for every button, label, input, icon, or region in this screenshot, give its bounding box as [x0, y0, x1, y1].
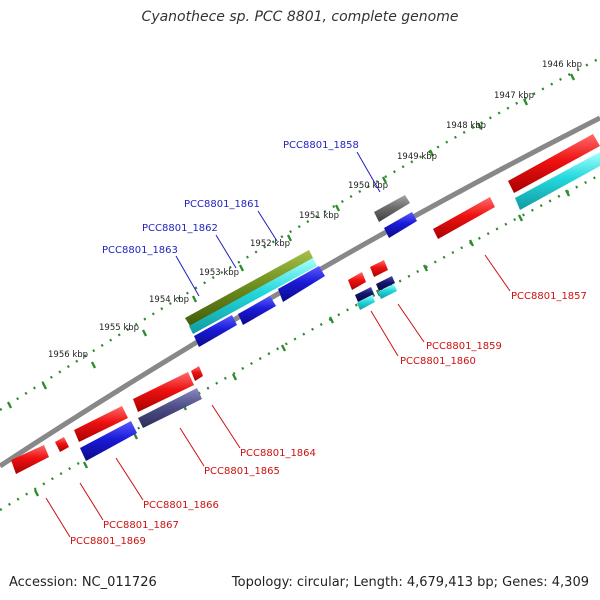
scale-label: 1954 kbp	[149, 295, 189, 305]
scale-ring-inner	[0, 173, 600, 512]
gene-box[interactable]	[191, 366, 203, 381]
scale-labels: 1946 kbp 1947 kbp 1948 kbp 1949 kbp 1950…	[48, 60, 582, 360]
scale-label: 1952 kbp	[250, 239, 290, 249]
gene-box[interactable]	[355, 287, 374, 302]
gene-box[interactable]	[133, 372, 194, 412]
gene-labels-forward: PCC8801_1858 PCC8801_1861 PCC8801_1862 P…	[102, 140, 359, 256]
leader-lines-reverse	[45, 254, 511, 538]
gene-box[interactable]	[138, 388, 202, 428]
topology-text: Topology: circular; Length: 4,679,413 bp…	[231, 575, 589, 590]
forward-genes	[185, 134, 600, 347]
scale-ring-outer	[0, 56, 600, 412]
outer-ring-ticks	[6, 73, 576, 409]
scale-label: 1950 kbp	[348, 181, 388, 191]
leader-lines-forward	[175, 151, 381, 297]
gene-box[interactable]	[378, 284, 397, 299]
scale-label: 1946 kbp	[542, 60, 582, 70]
scale-label: 1947 kbp	[494, 91, 534, 101]
gene-label[interactable]: PCC8801_1862	[142, 223, 218, 234]
gene-label[interactable]: PCC8801_1858	[283, 140, 359, 151]
gene-box[interactable]	[515, 152, 600, 210]
gene-label[interactable]: PCC8801_1864	[240, 448, 316, 459]
gene-labels-reverse: PCC8801_1857 PCC8801_1859 PCC8801_1860 P…	[70, 291, 587, 547]
scale-label: 1948 kbp	[446, 121, 486, 131]
gene-box[interactable]	[11, 445, 49, 474]
reverse-genes	[11, 197, 495, 474]
gene-box[interactable]	[80, 421, 137, 461]
gene-box[interactable]	[357, 295, 375, 310]
gene-box[interactable]	[74, 406, 128, 442]
gene-box[interactable]	[374, 195, 410, 222]
gene-box[interactable]	[376, 276, 395, 291]
gene-box[interactable]	[55, 437, 69, 452]
gene-box[interactable]	[194, 315, 237, 347]
gene-box[interactable]	[348, 272, 366, 290]
scale-label: 1955 kbp	[99, 323, 139, 333]
gene-label[interactable]: PCC8801_1859	[426, 341, 502, 352]
scale-label: 1951 kbp	[299, 211, 339, 221]
gene-box[interactable]	[185, 250, 313, 326]
gene-label[interactable]: PCC8801_1869	[70, 536, 146, 547]
genome-backbone	[0, 115, 600, 469]
map-title: Cyanothece sp. PCC 8801, complete genome	[141, 9, 459, 25]
scale-label: 1956 kbp	[48, 350, 88, 360]
gene-box[interactable]	[238, 296, 276, 325]
gene-box[interactable]	[278, 266, 325, 302]
gene-label[interactable]: PCC8801_1867	[103, 520, 179, 531]
gene-label[interactable]: PCC8801_1866	[143, 500, 219, 511]
accession-text: Accession: NC_011726	[9, 575, 157, 590]
gene-box[interactable]	[433, 197, 495, 239]
gene-box[interactable]	[189, 258, 317, 334]
scale-label: 1949 kbp	[397, 152, 437, 162]
gene-label[interactable]: PCC8801_1857	[511, 291, 587, 302]
gene-label[interactable]: PCC8801_1860	[400, 356, 476, 367]
gene-box[interactable]	[508, 134, 600, 193]
gene-label[interactable]: PCC8801_1863	[102, 245, 178, 256]
gene-box[interactable]	[384, 212, 417, 238]
gene-label[interactable]: PCC8801_1861	[184, 199, 260, 210]
gene-box[interactable]	[370, 260, 388, 277]
gene-label[interactable]: PCC8801_1865	[204, 466, 280, 477]
scale-label: 1953 kbp	[199, 268, 239, 278]
